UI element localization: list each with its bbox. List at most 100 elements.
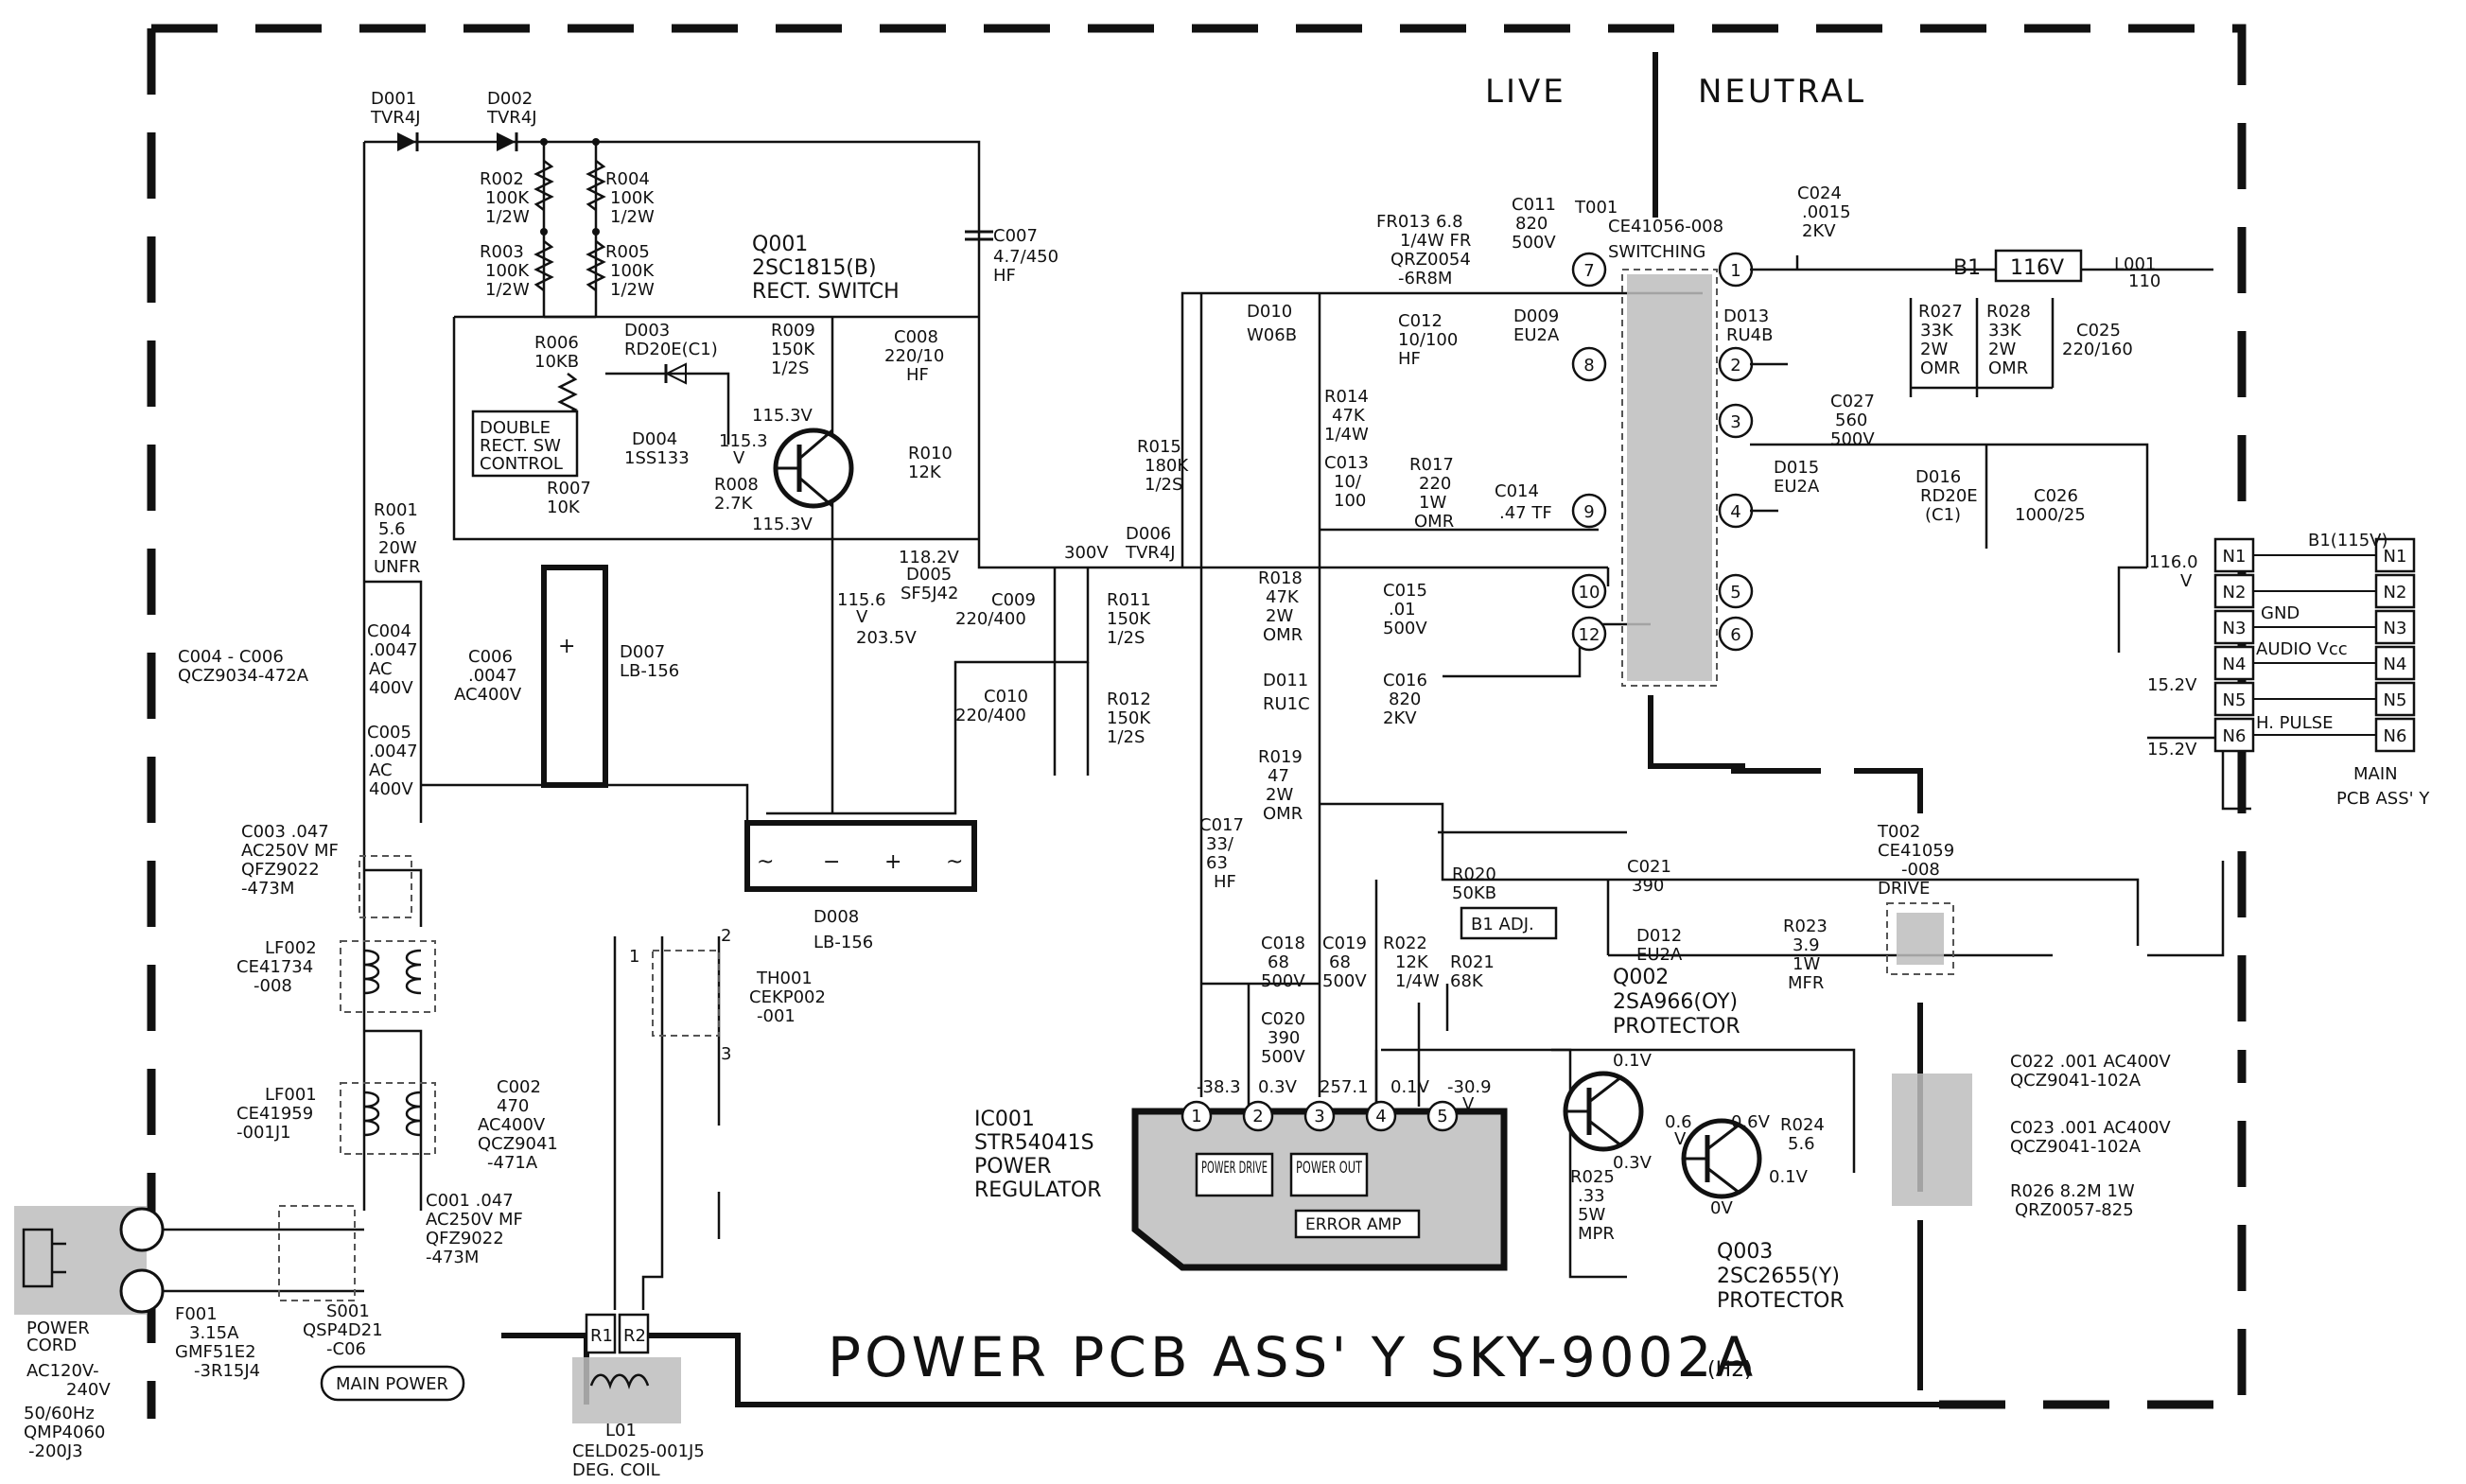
t001-pin-3 [1718,403,1754,439]
th001-dashed-frame [652,950,720,1037]
t001-pin-10 [1571,573,1607,609]
double-rect-line1: DOUBLE [480,418,551,438]
r023-watt: 1W [1793,954,1820,974]
c018-name: C018 [1261,934,1305,953]
r027-watt: 2W [1920,340,1948,359]
r022-value: 12K [1395,952,1429,972]
ic001-pin-2 [1242,1100,1274,1132]
c018-voltage: 500V [1261,971,1305,991]
c007-value: 4.7/450 [993,247,1058,267]
cord-voltage2: 240V [66,1380,111,1400]
c002-rating: AC400V [478,1115,546,1135]
main-power-label: MAIN POWER [336,1374,448,1394]
lf002-part: CE41734 [236,957,313,977]
double-rect-line2: RECT. SW [480,436,561,456]
r008-value: 2.7K [714,494,754,514]
lf001-suffix: -001J1 [236,1123,291,1143]
th001-name: TH001 [756,969,813,988]
c024-voltage: 2KV [1802,221,1836,241]
th001-pin2: 2 [721,926,731,946]
r028-value: 33K [1988,321,2022,340]
s001-part: QSP4D21 [303,1320,383,1340]
r005-value: 100K [610,261,655,281]
c026-name: C026 [2034,486,2078,506]
cord-part: QMP4060 [24,1423,105,1442]
s001-name: S001 [326,1301,370,1321]
c011-name: C011 [1512,195,1556,215]
fr013-rating: 1/4W FR [1400,231,1471,251]
r010-name: R010 [908,444,953,463]
connector-right-label-N5: N5 [2384,690,2407,710]
board-title-suffix: (H2) [1707,1358,1753,1382]
d007-part: LB-156 [620,661,679,681]
c019-voltage: 500V [1322,971,1367,991]
t001-pin-label-10: 10 [1579,583,1600,602]
r002-r005-resistors [533,138,606,291]
ic001-pin-3 [1303,1100,1336,1132]
r028-watt: 2W [1988,340,2016,359]
th001-suffix: -001 [757,1006,796,1026]
c022-label: C022 .001 AC400V [2010,1052,2171,1072]
r002-rating: 1/2W [485,207,530,227]
c008-name: C008 [894,327,938,347]
r1-pin [585,1313,617,1354]
q002-bot-voltage: 0.3V [1613,1153,1653,1173]
t002-core-shade [1897,913,1944,965]
q002-function: PROTECTOR [1613,1015,1740,1039]
lf002-dashed-frame [340,940,436,1013]
r025-name: R025 [1570,1167,1615,1187]
r019-value: 47 [1268,766,1289,786]
c016-name: C016 [1383,671,1427,690]
lf001-dashed-frame [340,1082,436,1155]
ic001-part: STR54041S [974,1131,1094,1155]
t001-pin-label-5: 5 [1730,583,1740,602]
q002-transistor [1563,1071,1644,1152]
t002-frame [1886,902,1954,975]
d008-ac1: ~ [757,850,774,874]
c010-value: 220/400 [955,706,1026,725]
connector-left-label-N1: N1 [2223,547,2247,567]
c002-suffix: -471A [487,1153,538,1173]
c021-name: C021 [1627,857,1671,877]
ic001-pin-5 [1426,1100,1459,1132]
r005-name: R005 [605,242,650,262]
c005-name: C005 [367,723,411,742]
d013-part: RU4B [1726,325,1773,345]
r002-value: 100K [485,188,530,208]
t001-pin-7 [1571,252,1607,288]
d010-name: D010 [1247,302,1292,322]
b1-voltage: 116V [2010,256,2064,280]
c022-c023-shade [1892,1074,1972,1206]
l001-value: 110 [2128,271,2160,291]
r001-name: R001 [374,500,418,520]
d004-name: D004 [632,429,677,449]
r003-name: R003 [480,242,524,262]
c020-value: 390 [1268,1028,1300,1048]
q001-emitter-voltage: 115.3V [752,515,813,534]
regulator-wiring [1199,293,2140,1279]
ic001-pin-4 [1365,1100,1397,1132]
c015-voltage: 500V [1383,619,1427,638]
r027-type: OMR [1920,358,1960,378]
r014-name: R014 [1324,387,1369,407]
r011-name: R011 [1107,590,1151,610]
r006-value: 10KB [534,352,579,372]
c027-voltage: 500V [1830,429,1875,449]
ic001-pin-label-4: 4 [1375,1107,1386,1126]
q001-transistor [773,428,854,509]
d005-part: SF5J42 [901,584,958,603]
f001-part: GMF51E2 [175,1342,256,1362]
c012-value: 10/100 [1398,330,1458,350]
d015-part: EU2A [1774,477,1820,497]
r024-voltage: 0.1V [1769,1167,1809,1187]
r019-type: OMR [1263,804,1303,824]
c020-voltage: 500V [1261,1047,1305,1067]
c005-value: .0047 [369,742,418,761]
board-title: POWER PCB ASS' Y SKY-9002A [828,1325,1757,1389]
r004-value: 100K [610,188,655,208]
t002-suffix: -008 [1901,860,1940,880]
d008-minus: − [823,850,840,874]
r015-name: R015 [1137,437,1181,457]
connector-right-label-N3: N3 [2384,619,2407,638]
r004-name: R004 [605,169,650,189]
